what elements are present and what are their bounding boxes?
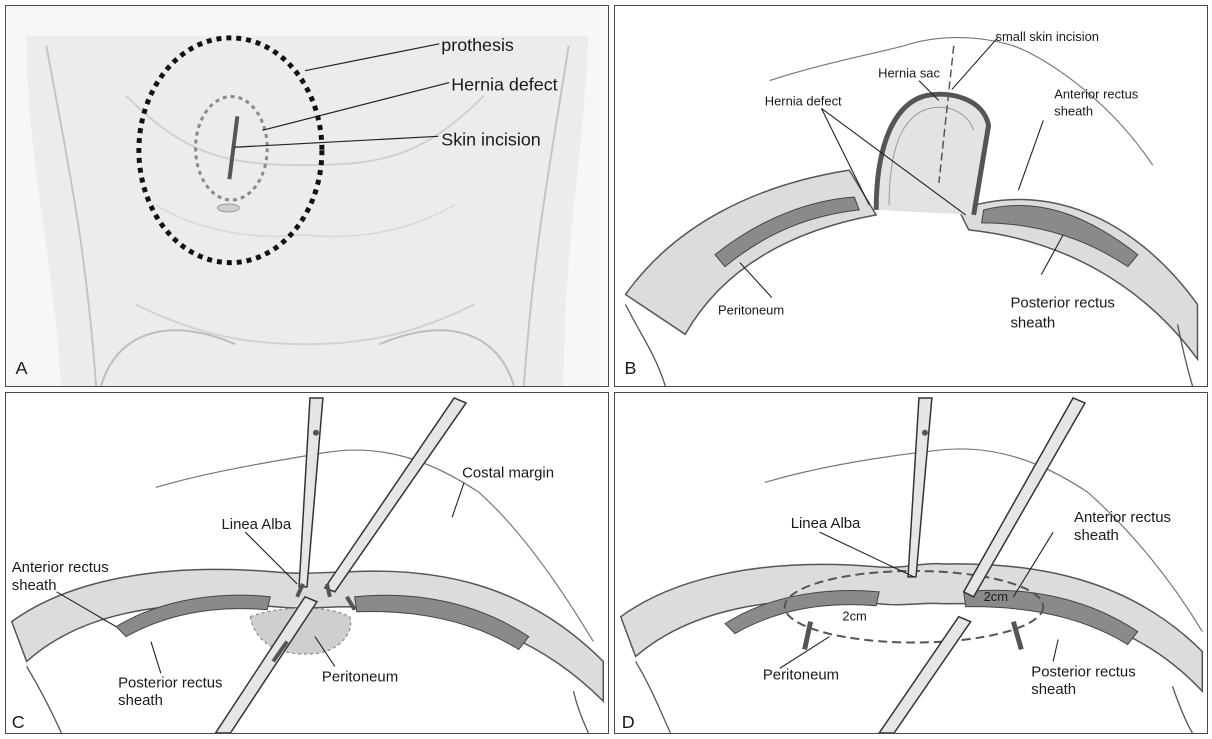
- label-costal-margin: Costal margin: [462, 466, 554, 482]
- label-posterior-rectus-2: sheath: [118, 693, 163, 709]
- navel: [217, 204, 239, 212]
- label-hernia-defect: Hernia defect: [451, 75, 557, 95]
- label-skin-incision: Skin incision: [441, 129, 540, 149]
- label-linea-alba: Linea Alba: [791, 516, 861, 532]
- label-anterior-rectus-2: sheath: [1054, 103, 1093, 118]
- label-prothesis: prothesis: [441, 35, 514, 55]
- panel-letter: D: [622, 712, 635, 732]
- panel-b: small skin incision Hernia sac Anterior …: [614, 5, 1208, 387]
- label-anterior-rectus-1: Anterior rectus: [12, 560, 109, 576]
- label-peritoneum: Peritoneum: [763, 667, 839, 683]
- hernia-sac-cross-section: small skin incision Hernia sac Anterior …: [615, 6, 1207, 386]
- label-measure-right: 2cm: [984, 589, 1008, 604]
- forceps-top: [908, 398, 932, 577]
- forceps-lower: [879, 617, 970, 733]
- panel-letter: B: [625, 358, 637, 378]
- forceps-linea-alba-view: Costal margin Linea Alba Anterior rectus…: [6, 393, 608, 733]
- label-linea-alba: Linea Alba: [222, 517, 292, 533]
- forceps-right: [964, 398, 1085, 597]
- panel-a: prothesis Hernia defect Skin incision A: [5, 5, 609, 387]
- label-posterior-rectus-1: Posterior rectus: [1031, 664, 1135, 680]
- panel-d: Linea Alba Anterior rectus sheath 2cm 2c…: [614, 392, 1208, 734]
- hernia-sac: [876, 94, 988, 215]
- label-anterior-rectus-1: Anterior rectus: [1054, 87, 1138, 102]
- label-posterior-rectus-2: sheath: [1031, 682, 1076, 698]
- panel-letter: C: [12, 712, 25, 732]
- panel-c: Costal margin Linea Alba Anterior rectus…: [5, 392, 609, 734]
- forceps-left: [299, 398, 323, 587]
- label-posterior-rectus-1: Posterior rectus: [118, 675, 222, 691]
- label-measure-left: 2cm: [842, 609, 866, 624]
- label-posterior-rectus-1: Posterior rectus: [1010, 294, 1114, 311]
- panel-letter: A: [16, 358, 28, 378]
- label-peritoneum: Peritoneum: [718, 302, 784, 317]
- label-hernia-defect: Hernia defect: [765, 93, 842, 108]
- label-posterior-rectus-2: sheath: [1010, 314, 1055, 331]
- label-small-skin-incision: small skin incision: [996, 29, 1099, 44]
- label-anterior-rectus-1: Anterior rectus: [1074, 510, 1171, 526]
- forceps-right: [325, 398, 466, 592]
- arrow-right: [1013, 622, 1021, 650]
- label-anterior-rectus-2: sheath: [12, 578, 57, 594]
- peritoneum-incision-view: Linea Alba Anterior rectus sheath 2cm 2c…: [615, 393, 1207, 733]
- abdomen-front-illustration: prothesis Hernia defect Skin incision A: [6, 6, 608, 386]
- label-peritoneum: Peritoneum: [322, 669, 398, 685]
- label-anterior-rectus-2: sheath: [1074, 528, 1119, 544]
- label-hernia-sac: Hernia sac: [878, 66, 940, 81]
